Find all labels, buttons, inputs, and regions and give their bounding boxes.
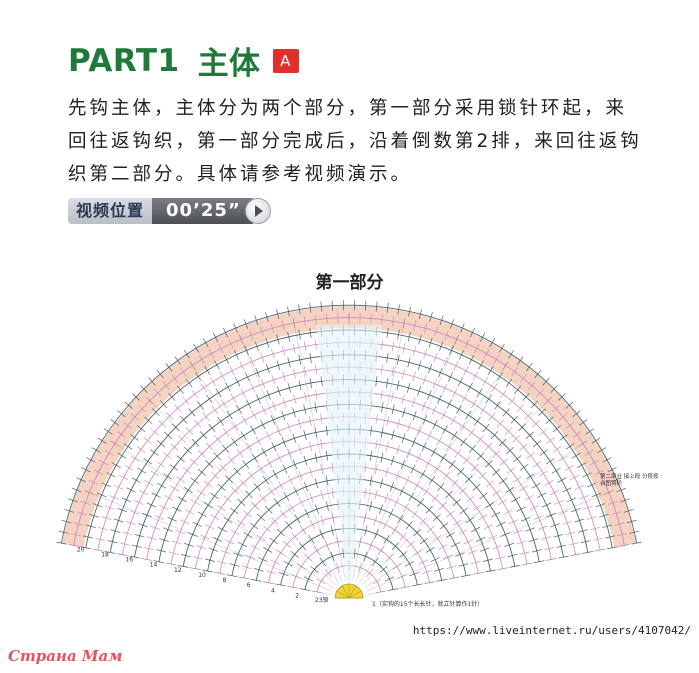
svg-text:2: 2 bbox=[295, 592, 299, 599]
instructions-text: 先钩主体，主体分为两个部分，第一部分采用锁针环起，来回往返钩织，第一部分完成后，… bbox=[68, 98, 642, 185]
video-position-bar[interactable]: 视频位置 00’25” bbox=[68, 198, 271, 224]
source-url[interactable]: https://www.liveinternet.ru/users/410704… bbox=[412, 624, 691, 637]
svg-text:20: 20 bbox=[77, 546, 85, 553]
svg-text:4: 4 bbox=[271, 587, 275, 594]
svg-text:18: 18 bbox=[101, 551, 109, 558]
page-title: PART1 主体 A bbox=[68, 38, 299, 83]
side-note: 第二部分 接上段 分段按合图钩织 bbox=[600, 474, 659, 487]
svg-text:14: 14 bbox=[150, 562, 158, 569]
svg-text:16: 16 bbox=[125, 557, 133, 564]
svg-text:10: 10 bbox=[198, 572, 206, 579]
section-badge: A bbox=[272, 48, 299, 73]
svg-text:6: 6 bbox=[247, 582, 251, 589]
watermark-logo: Страна Мам bbox=[8, 647, 123, 665]
title-part: PART1 bbox=[68, 42, 180, 79]
row1-note: 1（实钩的15个长长针，就立针算作1针） bbox=[372, 601, 484, 608]
title-main: 主体 bbox=[197, 46, 261, 82]
start-chain-label: 23锁 bbox=[315, 596, 329, 604]
svg-text:12: 12 bbox=[174, 567, 182, 574]
video-position-label: 视频位置 bbox=[68, 198, 153, 224]
crochet-chart: 2 4 6 8 10 12 14 16 18 20 23锁 bbox=[56, 300, 642, 604]
diagram-title: 第一部分 bbox=[315, 273, 384, 293]
play-icon[interactable] bbox=[244, 198, 271, 224]
svg-text:8: 8 bbox=[223, 577, 227, 584]
crochet-fan-diagram: 2 4 6 8 10 12 14 16 18 20 23锁 bbox=[56, 300, 642, 604]
video-timestamp: 00’25” bbox=[152, 198, 253, 224]
